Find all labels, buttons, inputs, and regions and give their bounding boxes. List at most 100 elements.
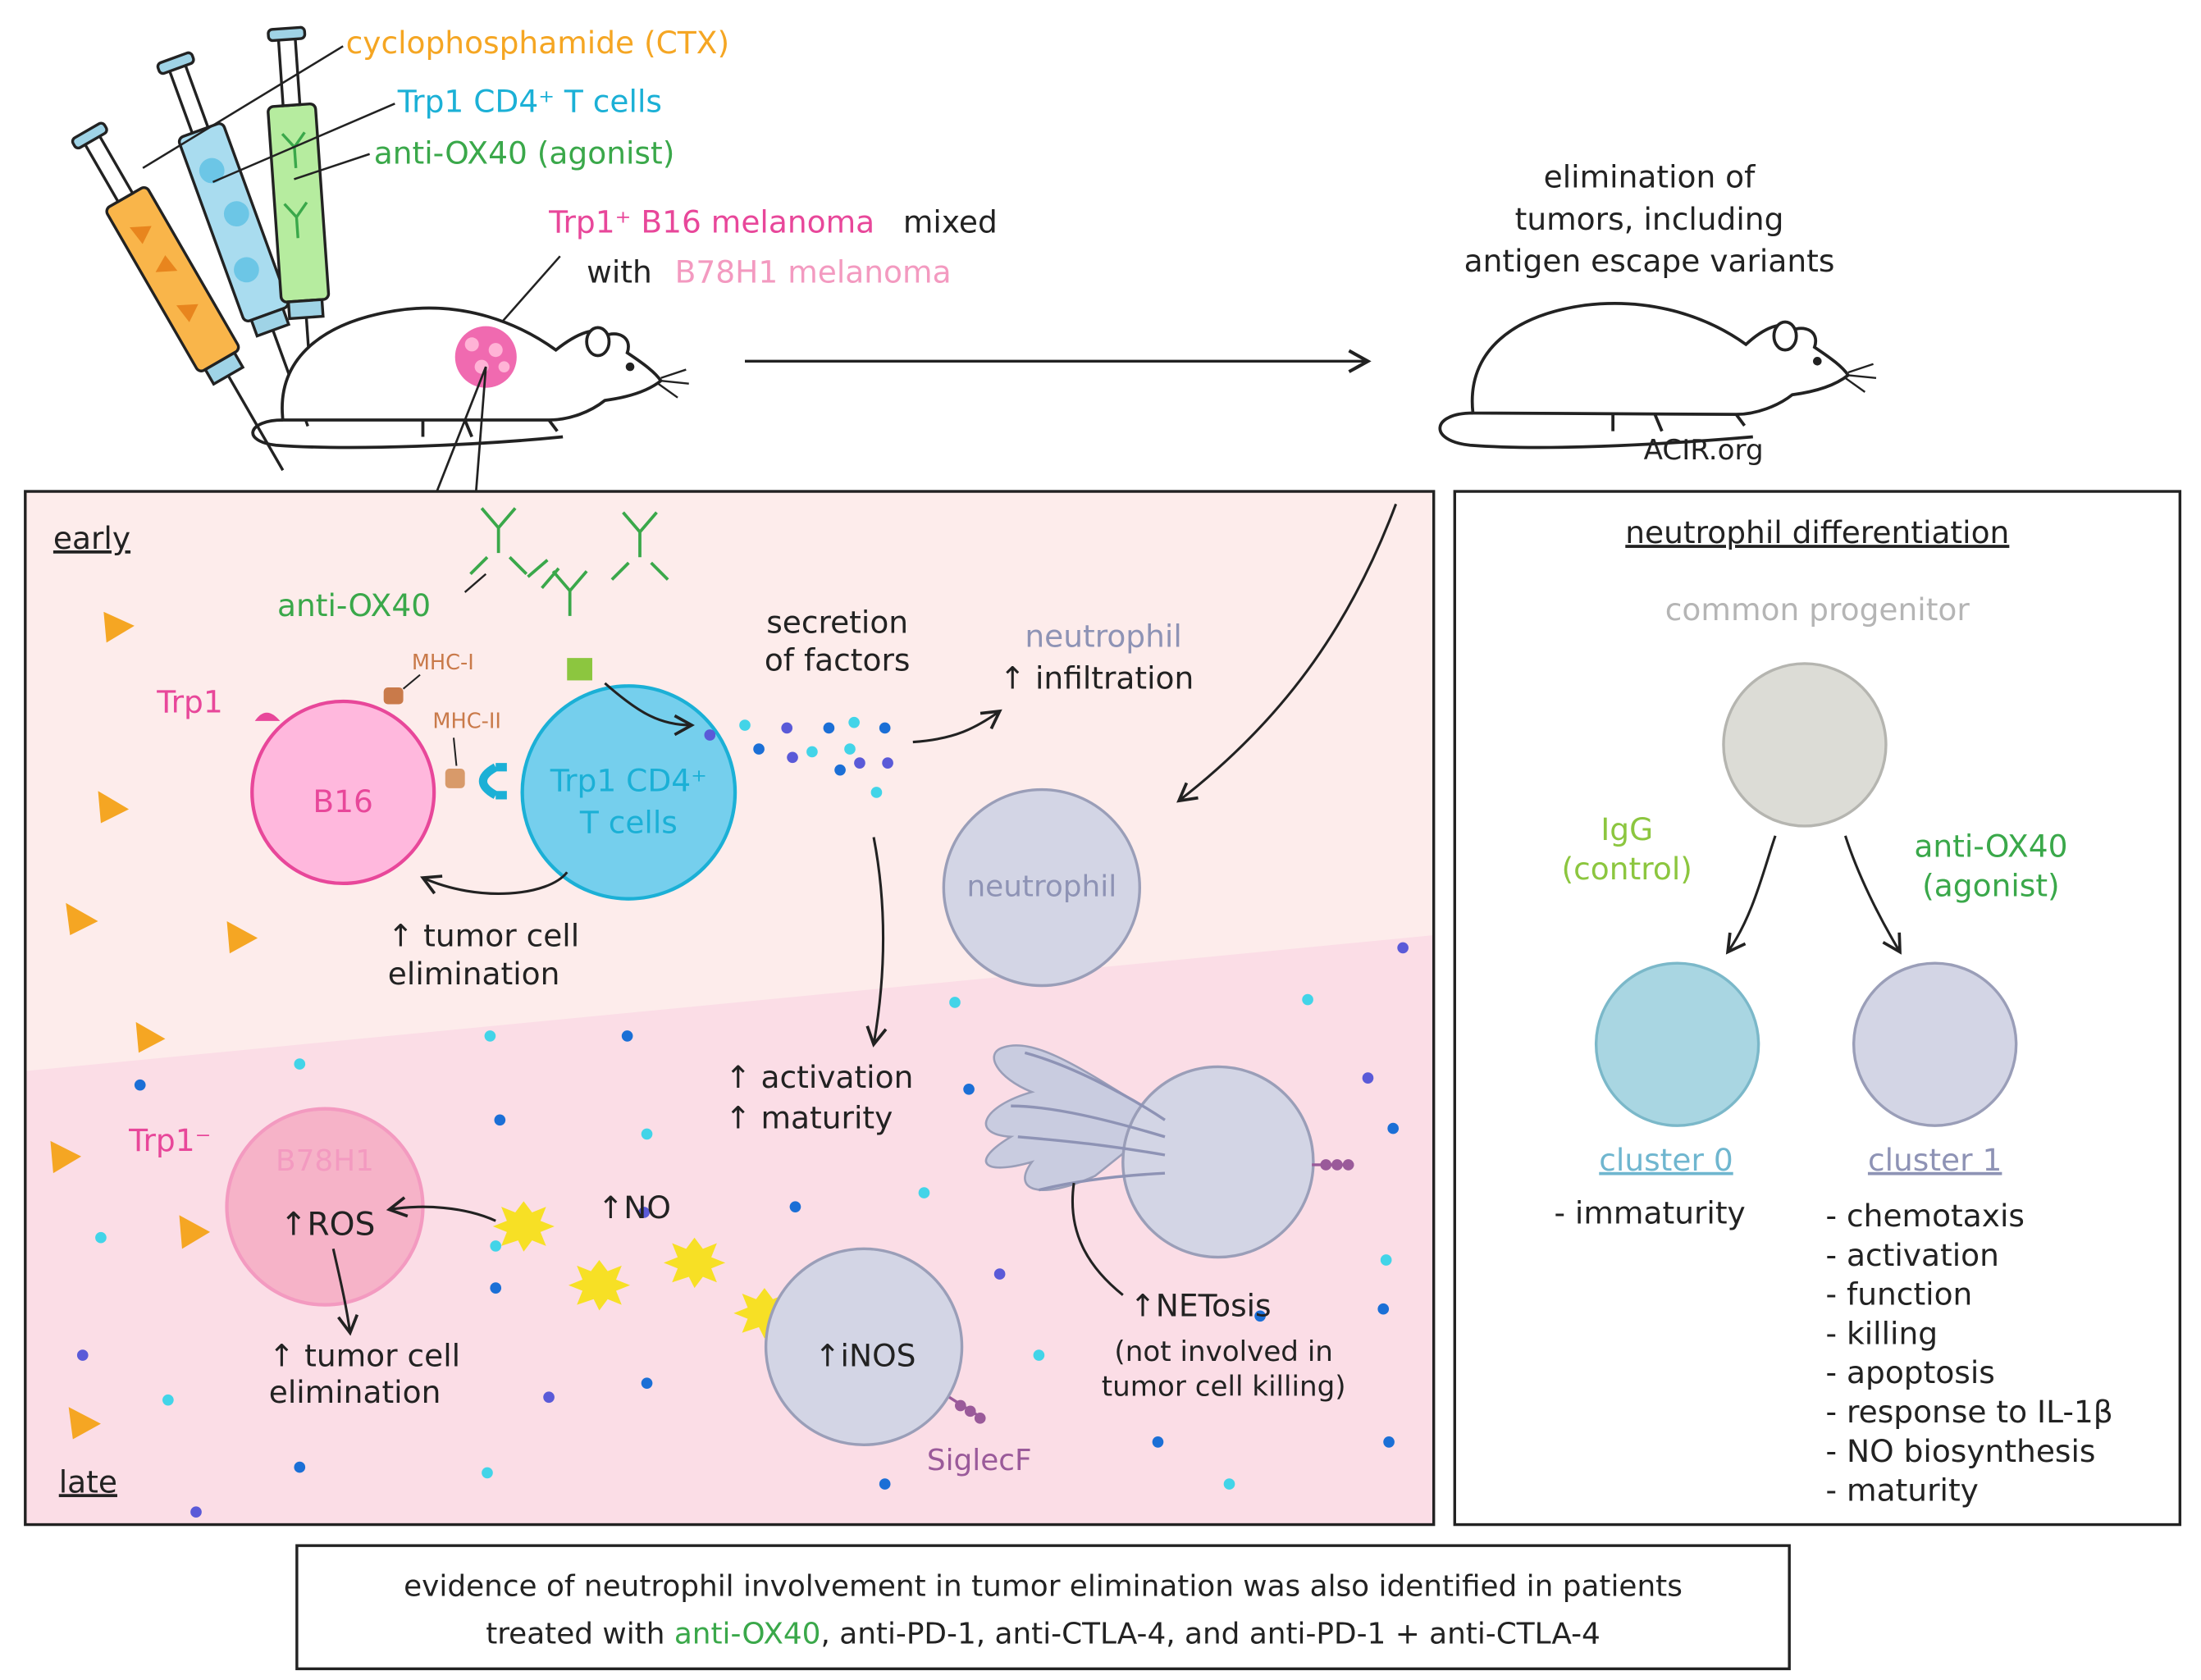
differentiation-panel [1453,490,2182,1527]
syringe-tcells-icon [156,51,309,427]
label-mixed: mixed [903,203,998,240]
trp1-antigen-icon [254,712,281,721]
cluster1-item-function: - function [1826,1276,1973,1312]
arrow-tumor-elimination-early [420,871,569,895]
siglecf-marker-icon [948,1395,986,1424]
differentiation-title: neutrophil differentiation [1625,514,2009,550]
label-trp1-b16-melanoma: Trp1⁺ B16 melanoma [548,203,874,240]
syringe-ctx-icon [71,121,285,472]
label-activation: ↑ activation [725,1059,913,1095]
ox40-receptor-icon [567,658,592,681]
trp1-cd4-t-cell [520,684,737,901]
arrow-netosis [1071,1182,1124,1296]
label-b78h1-melanoma: B78H1 melanoma [675,254,952,290]
cluster1-list: - chemotaxis - activation - function - k… [1826,1198,2113,1509]
footer-other-therapies: , anti-PD-1, anti-CTLA-4, and anti-PD-1 … [820,1618,1600,1651]
label-netosis-note-1: (not involved in [1114,1335,1333,1368]
mhc2-icon [445,768,465,788]
label-b78h1: B78H1 [276,1144,374,1178]
arrow-ros-elimination [331,1249,359,1336]
label-common-progenitor: common progenitor [1665,591,1970,628]
cluster1-item-chemotaxis: - chemotaxis [1826,1198,2025,1234]
arrow-outcome-neutrophil [1176,503,1398,803]
progenitor-cell [1722,662,1888,828]
mechanism-panel [24,366,1436,1527]
cyclophosphamide-particles [50,611,258,1440]
label-control: (control) [1562,851,1692,887]
arrow-infiltration [912,709,1002,744]
cluster1-item-apoptosis: - apoptosis [1826,1354,1995,1390]
label-agonist-diff: (agonist) [1922,867,2060,903]
label-anti-ox40-diff: anti-OX40 [1914,828,2067,864]
label-no: ↑NO [598,1189,671,1226]
arrow-tcell-secretion [604,682,695,737]
cluster1-item-maturity: - maturity [1826,1472,1979,1509]
label-tumor-elim-late-2: elimination [269,1374,441,1410]
label-neutrophil-infiltration-2: ↑ infiltration [1000,660,1194,696]
label-siglecf: SiglecF [927,1444,1032,1477]
mhc1-icon [383,687,404,705]
label-secretion: secretion [766,604,908,640]
cluster1-item-il1b: - response to IL-1β [1826,1394,2113,1430]
cluster1-cell [1852,961,2018,1127]
inos-neutrophil-cell [764,1247,964,1446]
label-neutrophil: neutrophil [966,870,1116,903]
outcome-line-3: antigen escape variants [1464,243,1835,279]
cluster1-item-activation: - activation [1826,1237,1999,1273]
label-tumor-elim-early-1: ↑ tumor cell [388,918,579,954]
tumor-mass-icon [454,326,517,388]
label-cluster1: cluster 1 [1868,1142,2002,1178]
mouse-cured-icon [1438,302,1877,450]
arrow-no-ros [386,1196,496,1222]
label-tumor-elim-early-2: elimination [388,956,560,992]
credit-acir: ACIR.org [1644,434,1764,467]
label-late: late [59,1463,117,1500]
arrow-anti-ox40 [1843,835,1902,955]
label-igg: IgG [1601,811,1653,847]
tcr-icon [478,763,507,800]
label-mhc1: MHC-I [412,651,474,675]
anti-ox40-antibody-icons [469,507,669,616]
arrow-igg [1725,835,1777,955]
outcome-line-1: elimination of [1544,159,1756,195]
label-ros: ↑ROS [280,1206,375,1243]
syringe-antiox40-icon [267,25,331,392]
label-early: early [53,520,130,556]
label-netosis-note-2: tumor cell killing) [1102,1371,1346,1404]
label-neutrophil-infiltration-1: neutrophil [1025,618,1181,654]
label-mhc2: MHC-II [432,709,501,733]
label-anti-ox40-early: anti-OX40 [277,587,431,623]
footer-line-2: treated with anti-OX40, anti-PD-1, anti-… [486,1618,1601,1651]
outcome-line-2: tumors, including [1515,201,1784,237]
arrow-activation [865,837,888,1048]
label-cyclophosphamide: cyclophosphamide (CTX) [346,25,730,61]
label-cluster0: cluster 0 [1599,1142,1733,1178]
cluster1-item-no-biosynthesis: - NO biosynthesis [1826,1433,2096,1469]
label-anti-ox40-agonist: anti-OX40 (agonist) [374,135,675,171]
label-trp1-cd4: Trp1 CD4⁺ [550,762,707,798]
footer-treated-with: treated with [486,1618,664,1651]
siglecf-marker-net-icon [1312,1159,1354,1171]
footer-line-1: evidence of neutrophil involvement in tu… [404,1570,1683,1604]
label-of-factors: of factors [765,641,911,678]
footer-box [295,1544,1791,1671]
secreted-factor-dots [704,716,893,798]
label-inos: ↑iNOS [815,1338,916,1374]
label-b16: B16 [313,783,373,819]
cluster0-item-immaturity: - immaturity [1554,1195,1745,1231]
b16-cell [250,699,436,886]
net-neutrophil-cell [984,1044,1315,1259]
label-trp1-cd4-cells: Trp1 CD4⁺ T cells [397,84,662,120]
label-netosis: ↑NETosis [1130,1287,1271,1323]
late-factor-dots [76,942,1409,1518]
cluster0-cell [1594,961,1760,1127]
label-trp1: Trp1 [156,684,223,720]
neutrophil-cell [942,788,1141,988]
label-t-cells: T cells [579,804,678,840]
cluster1-item-killing: - killing [1826,1315,1938,1351]
label-tumor-elim-late-1: ↑ tumor cell [269,1338,460,1374]
label-with: with [587,254,652,290]
label-trp1-negative: Trp1⁻ [128,1122,211,1158]
footer-anti-ox40: anti-OX40 [674,1618,821,1651]
